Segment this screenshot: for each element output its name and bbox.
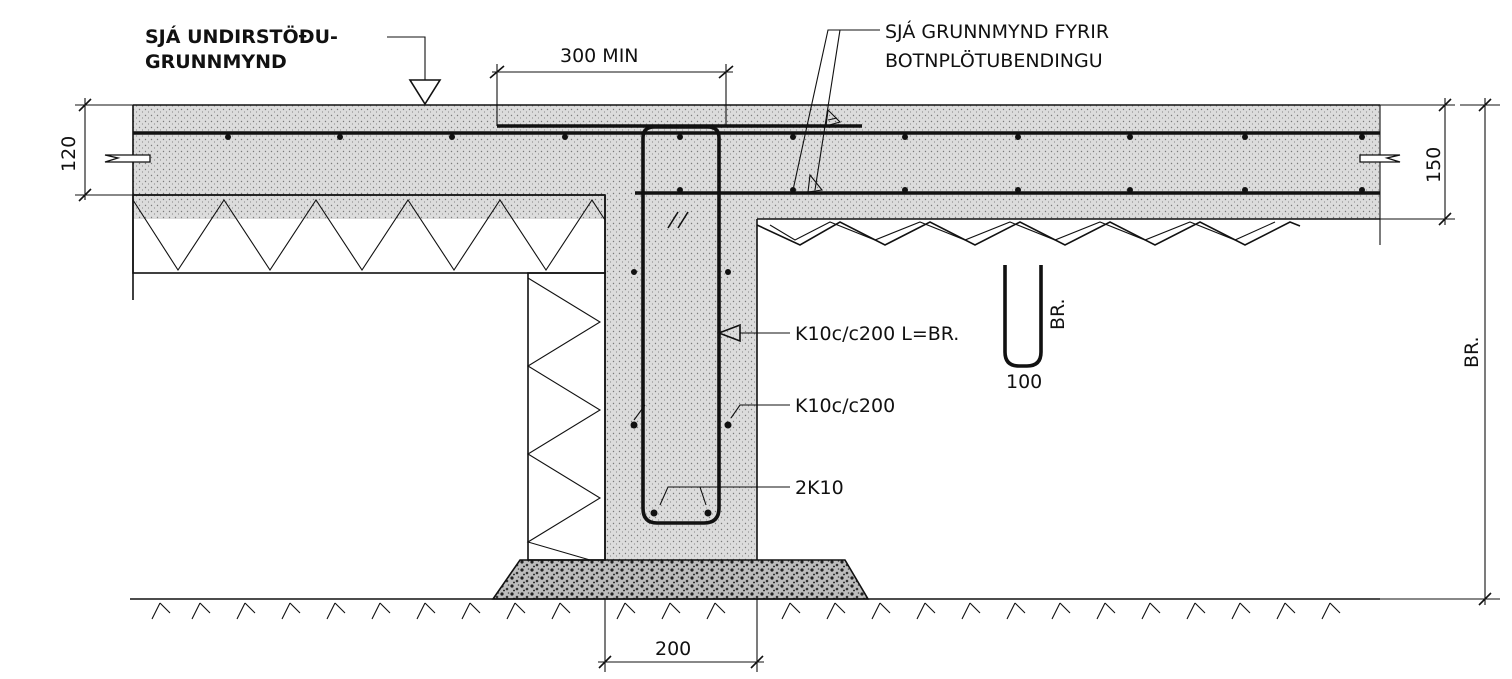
label-side-bars: K10c/c200 bbox=[795, 395, 895, 417]
label-bottom-bars: 2K10 bbox=[795, 477, 844, 499]
compacted-fill-hatch bbox=[756, 221, 1301, 246]
leader-lines bbox=[387, 29, 880, 506]
insulation-vertical bbox=[526, 272, 606, 561]
insulation-horizontal bbox=[132, 194, 606, 274]
label-stirrup: K10c/c200 L=BR. bbox=[795, 323, 959, 345]
dim-total-height-label: BR. bbox=[1461, 336, 1483, 368]
label-detail-height: BR. bbox=[1047, 298, 1069, 330]
foundation-wall bbox=[605, 195, 757, 560]
label-detail-width: 100 bbox=[1006, 371, 1042, 393]
label-undirstodu-2: GRUNNMYND bbox=[145, 51, 287, 73]
dim-lap-length-label: 300 MIN bbox=[560, 45, 639, 67]
dim-total-height bbox=[1380, 98, 1500, 606]
dim-wall-width bbox=[598, 599, 764, 672]
dim-lap-length bbox=[489, 64, 734, 126]
ground-symbols bbox=[151, 602, 1341, 620]
dim-slab-right-label: 150 bbox=[1423, 147, 1445, 183]
dim-wall-width-label: 200 bbox=[655, 638, 691, 660]
label-grunnmynd-2: BOTNPLÖTUBENDINGU bbox=[885, 49, 1103, 72]
dim-slab-right bbox=[1359, 98, 1455, 226]
gravel-pad bbox=[491, 559, 870, 600]
label-grunnmynd-1: SJÁ GRUNNMYND FYRIR bbox=[885, 20, 1109, 43]
label-undirstodu-1: SJÁ UNDIRSTÖÐU- bbox=[145, 24, 338, 48]
dim-slab-left-label: 120 bbox=[58, 136, 80, 172]
wall-stirrup bbox=[630, 125, 732, 525]
dim-slab-left bbox=[75, 98, 151, 202]
u-bar-detail bbox=[1003, 265, 1043, 368]
